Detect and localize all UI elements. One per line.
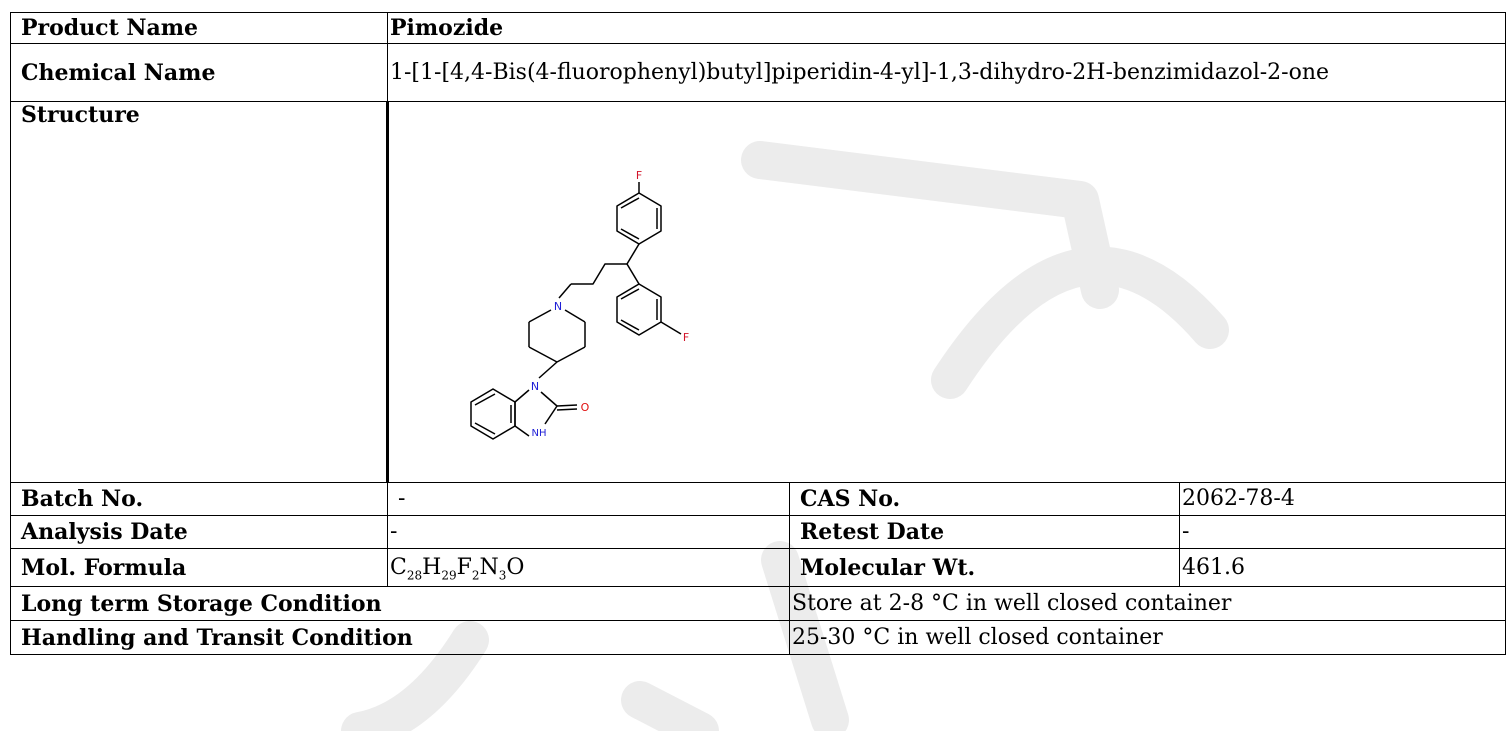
row-batch: Batch No. - CAS No. 2062-78-4 — [10, 482, 1507, 516]
structure-label: Structure — [10, 101, 388, 483]
atom-o: O — [581, 401, 590, 414]
row-analysis: Analysis Date - Retest Date - — [10, 515, 1507, 549]
handling-label: Handling and Transit Condition — [10, 620, 790, 655]
analysis-date-label: Analysis Date — [10, 515, 388, 549]
structure-image-cell: F F N N NH O — [385, 101, 1507, 483]
row-chemical-name: Chemical Name 1-[1-[4,4-Bis(4-fluorophen… — [10, 43, 1507, 102]
retest-date-label: Retest Date — [789, 515, 1180, 549]
atom-f-top: F — [636, 169, 642, 182]
formula-element: H — [422, 554, 442, 580]
handling-value: 25-30 °C in well closed container — [788, 620, 1507, 655]
analysis-date-value: - — [387, 515, 790, 549]
formula-element: F — [456, 554, 472, 580]
formula-count: 2 — [471, 567, 480, 582]
coa-table: Product Name Pimozide Chemical Name 1-[1… — [10, 12, 1507, 655]
row-product-name: Product Name Pimozide — [10, 12, 1507, 44]
formula-element: O — [506, 554, 525, 580]
cas-value: 2062-78-4 — [1178, 482, 1507, 516]
mol-formula-value: C28H29F2N3O — [387, 548, 790, 587]
mol-formula-label: Mol. Formula — [10, 548, 388, 587]
atom-n-ring: N — [531, 380, 539, 393]
row-handling: Handling and Transit Condition 25-30 °C … — [10, 620, 1507, 655]
formula-element: N — [479, 554, 499, 580]
formula-count: 3 — [498, 567, 507, 582]
product-name-value: Pimozide — [386, 12, 1507, 44]
molecular-wt-value: 461.6 — [1178, 548, 1507, 587]
formula-element: C — [390, 554, 407, 580]
row-storage: Long term Storage Condition Store at 2-8… — [10, 586, 1507, 621]
chemical-name-value: 1-[1-[4,4-Bis(4-fluorophenyl)butyl]piper… — [386, 43, 1507, 102]
storage-label: Long term Storage Condition — [10, 586, 790, 621]
batch-value: - — [387, 482, 790, 516]
molecular-wt-label: Molecular Wt. — [789, 548, 1180, 587]
formula-count: 28 — [406, 567, 423, 582]
atom-nh: NH — [532, 428, 547, 439]
cas-label: CAS No. — [789, 482, 1180, 516]
storage-value: Store at 2-8 °C in well closed container — [788, 586, 1507, 621]
chemical-name-label: Chemical Name — [10, 43, 388, 102]
molecule-structure: F F N N NH O — [470, 169, 689, 440]
row-formula: Mol. Formula C28H29F2N3O Molecular Wt. 4… — [10, 548, 1507, 587]
batch-label: Batch No. — [10, 482, 388, 516]
retest-date-value: - — [1178, 515, 1507, 549]
row-structure: Structure — [10, 101, 1507, 483]
formula-count: 29 — [441, 567, 457, 582]
atom-n-piperidine: N — [554, 300, 562, 313]
atom-f-bottom: F — [683, 331, 689, 344]
product-name-label: Product Name — [10, 12, 388, 44]
